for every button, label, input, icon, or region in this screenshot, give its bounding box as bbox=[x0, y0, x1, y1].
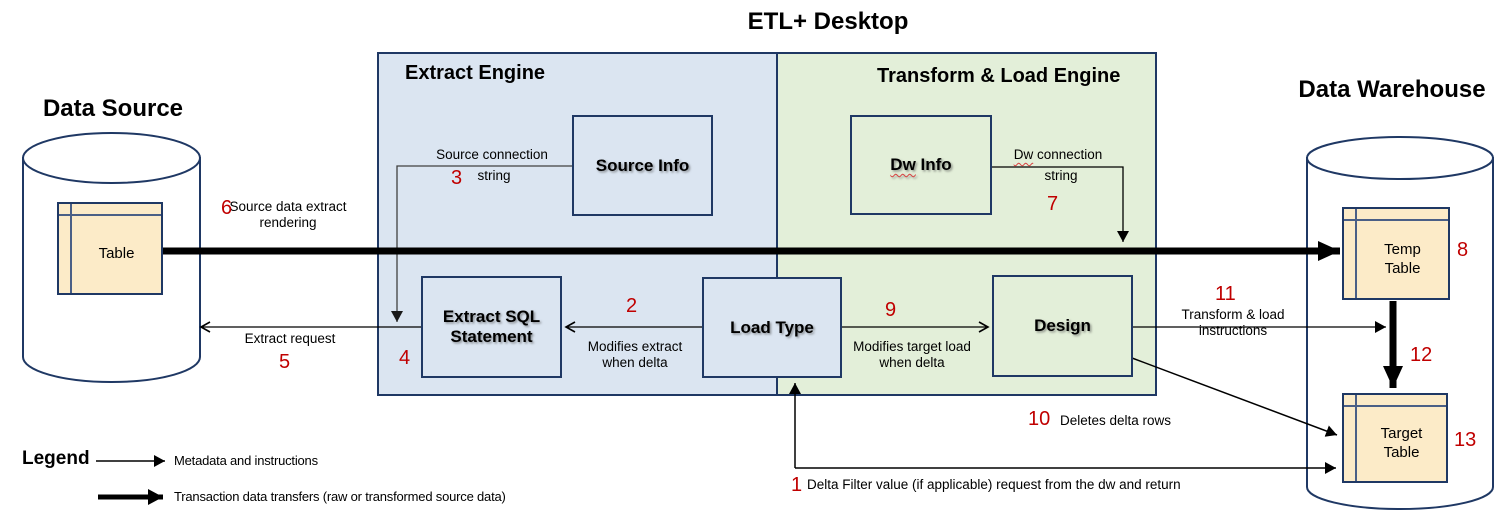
source-connection-label-line1: Source connection bbox=[436, 147, 548, 162]
table-header-line bbox=[59, 214, 161, 216]
extract-sql-label: Extract SQL Statement bbox=[442, 307, 541, 346]
dw-info-box: Dw Info bbox=[850, 115, 992, 215]
source-table-label: Table bbox=[98, 245, 135, 263]
source-connection-label-line2: string bbox=[477, 168, 511, 183]
source-info-label: Source Info bbox=[595, 155, 690, 175]
dw-info-label: Dw Info bbox=[890, 155, 952, 175]
deletes-delta-rows-label: Deletes delta rows bbox=[1060, 413, 1172, 428]
connector-deletes-delta-rows bbox=[1131, 357, 1338, 437]
target-table-label: Target Table bbox=[1380, 425, 1423, 461]
data-source-heading: Data Source bbox=[42, 95, 184, 122]
step-number-5: 5 bbox=[279, 351, 291, 373]
extract-sql-box: Extract SQL Statement bbox=[421, 276, 562, 378]
table-column-line bbox=[70, 204, 72, 293]
step-number-3: 3 bbox=[451, 167, 463, 189]
table-column-line bbox=[1355, 209, 1357, 298]
data-warehouse-heading: Data Warehouse bbox=[1298, 76, 1486, 103]
transform-load-engine-heading: Transform & Load Engine bbox=[877, 65, 1121, 87]
table-header-line bbox=[1344, 219, 1448, 221]
step-number-4: 4 bbox=[399, 347, 411, 369]
source-table: Table bbox=[57, 202, 163, 295]
extract-request-label: Extract request bbox=[244, 331, 336, 346]
target-table: Target Table bbox=[1342, 393, 1448, 483]
step-number-12: 12 bbox=[1410, 344, 1433, 366]
delta-filter-label: Delta Filter value (if applicable) reque… bbox=[807, 477, 1181, 492]
legend-transaction-label: Transaction data transfers (raw or trans… bbox=[174, 489, 506, 504]
step-number-1: 1 bbox=[791, 474, 803, 496]
step-number-11: 11 bbox=[1215, 283, 1236, 305]
step-number-13: 13 bbox=[1454, 429, 1477, 451]
legend-metadata-label: Metadata and instructions bbox=[174, 453, 318, 468]
dw-connection-label-line2: string bbox=[1044, 168, 1078, 183]
step-number-7: 7 bbox=[1047, 193, 1059, 215]
load-type-label: Load Type bbox=[730, 317, 814, 337]
table-column-line bbox=[1355, 395, 1357, 481]
modifies-extract-label: Modifies extract when delta bbox=[587, 339, 683, 371]
temp-table: Temp Table bbox=[1342, 207, 1450, 300]
step-number-8: 8 bbox=[1457, 239, 1469, 261]
transform-load-instructions-label: Transform & load instructions bbox=[1181, 307, 1285, 339]
source-info-box: Source Info bbox=[572, 115, 713, 216]
legend-heading: Legend bbox=[22, 448, 90, 469]
step-number-2: 2 bbox=[626, 295, 638, 317]
step-number-6: 6 bbox=[221, 197, 233, 219]
extract-engine-heading: Extract Engine bbox=[405, 62, 546, 84]
connector-source-connection bbox=[391, 165, 572, 322]
step-number-10: 10 bbox=[1028, 408, 1051, 430]
design-box: Design bbox=[992, 275, 1133, 377]
diagram-title: ETL+ Desktop bbox=[747, 8, 909, 35]
modifies-target-label: Modifies target load when delta bbox=[853, 339, 971, 371]
connector-dw-connection bbox=[992, 166, 1129, 242]
source-extract-rendering-label: Source data extract rendering bbox=[229, 199, 347, 231]
load-type-box: Load Type bbox=[702, 277, 842, 378]
design-label: Design bbox=[1034, 316, 1091, 336]
temp-table-label: Temp Table bbox=[1384, 240, 1421, 277]
table-header-line bbox=[1344, 405, 1446, 407]
step-number-9: 9 bbox=[885, 299, 897, 321]
dw-connection-label-line1: Dw connection bbox=[1013, 147, 1103, 162]
